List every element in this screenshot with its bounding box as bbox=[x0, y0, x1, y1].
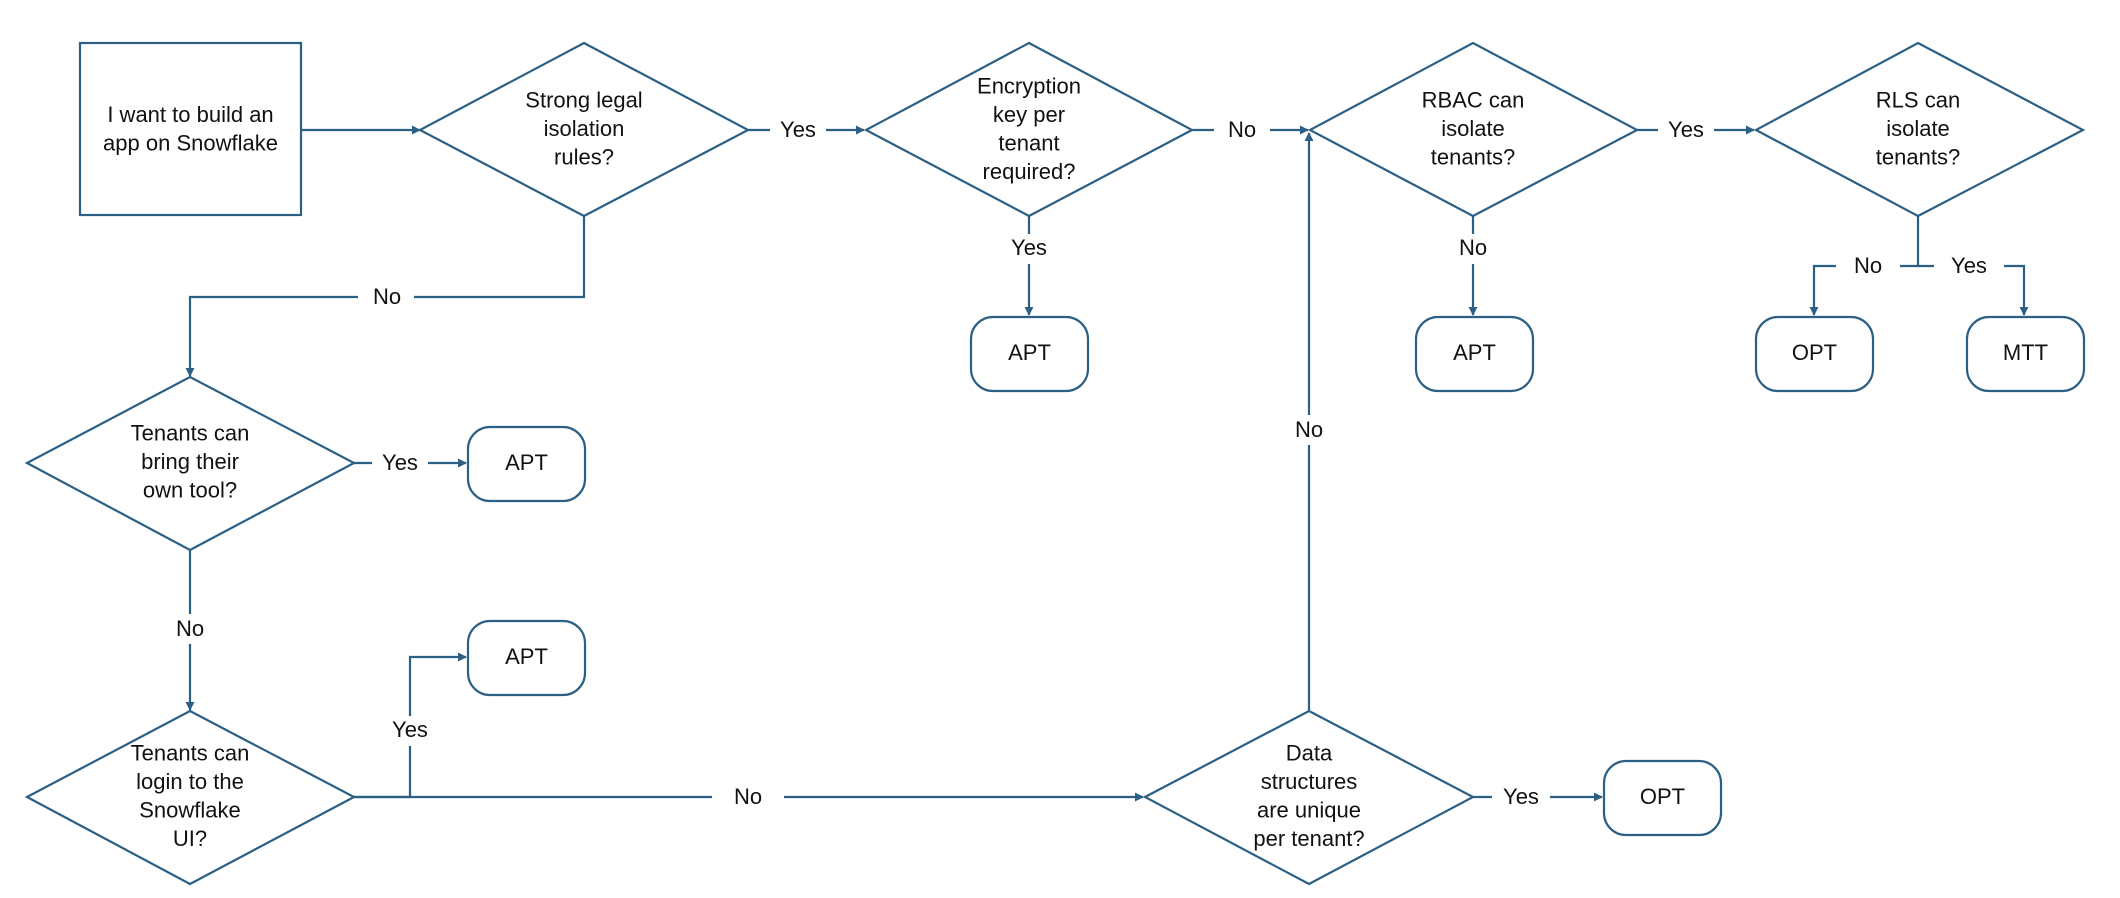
svg-text:Yes: Yes bbox=[382, 450, 418, 475]
svg-text:No: No bbox=[176, 616, 204, 641]
terminal-opt-rls: OPT bbox=[1754, 315, 1875, 393]
node-label-line: MTT bbox=[2003, 340, 2048, 365]
node-label-line: RLS can bbox=[1876, 87, 1960, 112]
svg-text:No: No bbox=[1459, 235, 1487, 260]
decision-rls-label: RLS can isolate tenants? bbox=[1876, 87, 1960, 169]
terminal-opt-datastruct: OPT bbox=[1602, 759, 1723, 837]
svg-text:No: No bbox=[373, 284, 401, 309]
edges bbox=[185, 125, 2029, 802]
node-label-line: own tool? bbox=[143, 477, 237, 502]
start-node: I want to build an app on Snowflake bbox=[78, 41, 303, 217]
node-label-line: Snowflake bbox=[139, 797, 241, 822]
nodes: I want to build an app on Snowflake Stron… bbox=[24, 41, 2086, 886]
node-label-line: key per bbox=[993, 102, 1065, 127]
label-tool-yes: Yes bbox=[372, 448, 428, 478]
svg-text:Yes: Yes bbox=[780, 117, 816, 142]
decision-legal-isolation: Strong legal isolation rules? bbox=[417, 41, 751, 218]
node-label-line: Tenants can bbox=[131, 420, 250, 445]
label-datastruct-no: No bbox=[1283, 415, 1335, 445]
node-label-line: bring their bbox=[141, 449, 239, 474]
node-label-line: tenant bbox=[998, 130, 1059, 155]
label-rls-yes: Yes bbox=[1934, 251, 2004, 281]
decision-rls: RLS can isolate tenants? bbox=[1753, 41, 2086, 218]
label-tool-no: No bbox=[164, 614, 216, 644]
label-rbac-yes: Yes bbox=[1658, 115, 1714, 145]
node-label-line: Data bbox=[1286, 740, 1333, 765]
label-rls-no: No bbox=[1836, 251, 1900, 281]
node-label-line: isolation bbox=[544, 116, 625, 141]
node-label-line: tenants? bbox=[1431, 144, 1515, 169]
terminal-opt-datastruct-label: OPT bbox=[1640, 784, 1685, 809]
node-label-line: Strong legal bbox=[525, 87, 642, 112]
decision-encryption-key: Encryption key per tenant required? bbox=[863, 41, 1195, 218]
svg-text:Yes: Yes bbox=[1503, 784, 1539, 809]
node-label-line: are unique bbox=[1257, 797, 1361, 822]
node-label-line: I want to build an bbox=[107, 102, 273, 127]
decision-own-tool: Tenants can bring their own tool? bbox=[24, 375, 357, 552]
node-label-line: Tenants can bbox=[131, 740, 250, 765]
svg-text:Yes: Yes bbox=[1951, 253, 1987, 278]
node-label-line: APT bbox=[1453, 340, 1496, 365]
label-encryption-no: No bbox=[1214, 115, 1270, 145]
node-label-line: rules? bbox=[554, 144, 614, 169]
start-node-label: I want to build an app on Snowflake bbox=[103, 102, 278, 156]
label-encryption-yes: Yes bbox=[1001, 234, 1057, 264]
decision-rbac: RBAC can isolate tenants? bbox=[1307, 41, 1640, 218]
svg-text:No: No bbox=[1854, 253, 1882, 278]
terminal-apt-tool-label: APT bbox=[505, 450, 548, 475]
terminal-apt-rbac: APT bbox=[1414, 315, 1535, 393]
terminal-apt-login-label: APT bbox=[505, 644, 548, 669]
decision-encryption-key-label: Encryption key per tenant required? bbox=[977, 73, 1081, 184]
svg-text:No: No bbox=[734, 784, 762, 809]
node-label-line: APT bbox=[1008, 340, 1051, 365]
decision-data-structures: Data structures are unique per tenant? bbox=[1142, 709, 1476, 886]
decision-own-tool-label: Tenants can bring their own tool? bbox=[131, 420, 250, 502]
terminal-mtt-rls-label: MTT bbox=[2003, 340, 2048, 365]
decision-legal-isolation-label: Strong legal isolation rules? bbox=[525, 87, 642, 169]
svg-text:Yes: Yes bbox=[392, 717, 428, 742]
label-legal-yes: Yes bbox=[770, 115, 826, 145]
node-label-line: app on Snowflake bbox=[103, 130, 278, 155]
terminal-apt-encryption-label: APT bbox=[1008, 340, 1051, 365]
node-label-line: OPT bbox=[1640, 784, 1685, 809]
node-label-line: OPT bbox=[1792, 340, 1837, 365]
node-label-line: APT bbox=[505, 644, 548, 669]
terminal-mtt-rls: MTT bbox=[1965, 315, 2086, 393]
svg-text:No: No bbox=[1228, 117, 1256, 142]
node-label-line: RBAC can bbox=[1422, 87, 1525, 112]
node-label-line: login to the bbox=[136, 769, 244, 794]
node-label-line: isolate bbox=[1886, 116, 1950, 141]
node-label-line: structures bbox=[1261, 769, 1358, 794]
node-label-line: Encryption bbox=[977, 73, 1081, 98]
svg-text:No: No bbox=[1295, 417, 1323, 442]
node-label-line: required? bbox=[983, 159, 1076, 184]
decision-rbac-label: RBAC can isolate tenants? bbox=[1422, 87, 1525, 169]
terminal-opt-rls-label: OPT bbox=[1792, 340, 1837, 365]
terminal-apt-rbac-label: APT bbox=[1453, 340, 1496, 365]
terminal-apt-login: APT bbox=[466, 619, 587, 697]
edge-labels: Yes No No Yes Yes No No Yes bbox=[164, 115, 2004, 812]
label-login-yes: Yes bbox=[381, 716, 439, 746]
node-label-line: isolate bbox=[1441, 116, 1505, 141]
node-label-line: UI? bbox=[173, 826, 207, 851]
label-datastruct-yes: Yes bbox=[1492, 782, 1550, 812]
node-label-line: tenants? bbox=[1876, 144, 1960, 169]
label-login-no: No bbox=[712, 782, 784, 812]
terminal-apt-encryption: APT bbox=[969, 315, 1090, 393]
svg-text:Yes: Yes bbox=[1011, 235, 1047, 260]
decision-data-structures-label: Data structures are unique per tenant? bbox=[1253, 740, 1364, 851]
node-label-line: per tenant? bbox=[1253, 826, 1364, 851]
terminal-apt-tool: APT bbox=[466, 425, 587, 503]
node-label-line: APT bbox=[505, 450, 548, 475]
label-legal-no: No bbox=[358, 282, 414, 312]
svg-text:Yes: Yes bbox=[1668, 117, 1704, 142]
label-rbac-no: No bbox=[1447, 234, 1499, 264]
